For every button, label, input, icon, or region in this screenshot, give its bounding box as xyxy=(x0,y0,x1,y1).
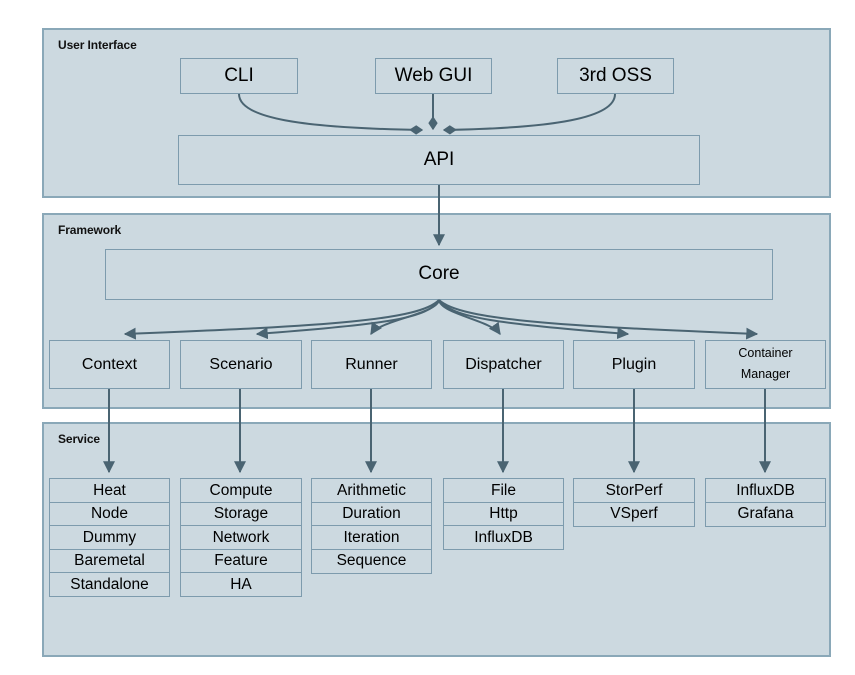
node-cli-label: CLI xyxy=(224,64,254,86)
node-container-manager-label-line1: Container xyxy=(738,346,793,361)
service-item[interactable]: Dummy xyxy=(49,525,170,550)
node-scenario[interactable]: Scenario xyxy=(180,340,302,389)
node-scenario-label: Scenario xyxy=(209,355,273,373)
service-stack-scenario: Compute Storage Network Feature HA xyxy=(180,478,302,597)
service-item[interactable]: Network xyxy=(180,525,302,550)
node-container-manager[interactable]: Container Manager xyxy=(705,340,826,389)
service-item[interactable]: Compute xyxy=(180,478,302,503)
node-runner-label: Runner xyxy=(345,355,398,373)
layer-title-framework: Framework xyxy=(58,223,122,237)
service-item[interactable]: Grafana xyxy=(705,501,826,527)
node-web-gui-label: Web GUI xyxy=(394,64,473,86)
node-api-label: API xyxy=(423,148,455,170)
service-item[interactable]: Node xyxy=(49,501,170,527)
node-container-manager-label-line2: Manager xyxy=(740,367,791,381)
service-item[interactable]: Baremetal xyxy=(49,548,170,574)
service-item[interactable]: File xyxy=(443,478,564,503)
node-plugin[interactable]: Plugin xyxy=(573,340,695,389)
layer-title-service: Service xyxy=(58,432,101,446)
node-web-gui[interactable]: Web GUI xyxy=(375,58,492,94)
service-item[interactable]: Http xyxy=(443,501,564,527)
service-item[interactable]: Arithmetic xyxy=(311,478,432,503)
service-stack-runner: Arithmetic Duration Iteration Sequence xyxy=(311,478,432,574)
service-item[interactable]: InfluxDB xyxy=(705,478,826,503)
service-item[interactable]: Feature xyxy=(180,548,302,574)
node-cli[interactable]: CLI xyxy=(180,58,298,94)
node-core[interactable]: Core xyxy=(105,249,773,300)
service-item[interactable]: Iteration xyxy=(311,525,432,550)
service-item[interactable]: HA xyxy=(180,572,302,597)
service-stack-dispatcher: File Http InfluxDB xyxy=(443,478,564,550)
service-item[interactable]: Standalone xyxy=(49,572,170,597)
node-context[interactable]: Context xyxy=(49,340,170,389)
node-core-label: Core xyxy=(418,263,460,285)
node-api[interactable]: API xyxy=(178,135,700,185)
service-item[interactable]: InfluxDB xyxy=(443,525,564,550)
service-stack-container-manager: InfluxDB Grafana xyxy=(705,478,826,527)
service-item[interactable]: Sequence xyxy=(311,548,432,574)
service-stack-context: Heat Node Dummy Baremetal Standalone xyxy=(49,478,170,597)
service-item[interactable]: StorPerf xyxy=(573,478,695,503)
service-stack-plugin: StorPerf VSperf xyxy=(573,478,695,527)
node-3rd-oss-label: 3rd OSS xyxy=(579,64,652,86)
node-context-label: Context xyxy=(81,355,138,373)
node-runner[interactable]: Runner xyxy=(311,340,432,389)
node-dispatcher[interactable]: Dispatcher xyxy=(443,340,564,389)
service-item[interactable]: Duration xyxy=(311,501,432,527)
service-item[interactable]: VSperf xyxy=(573,501,695,527)
service-item[interactable]: Storage xyxy=(180,501,302,527)
layer-panel-service: Service xyxy=(42,422,831,657)
node-dispatcher-label: Dispatcher xyxy=(465,355,542,373)
node-plugin-label: Plugin xyxy=(611,355,657,373)
layer-title-user-interface: User Interface xyxy=(58,38,137,52)
service-item[interactable]: Heat xyxy=(49,478,170,503)
node-3rd-oss[interactable]: 3rd OSS xyxy=(557,58,674,94)
